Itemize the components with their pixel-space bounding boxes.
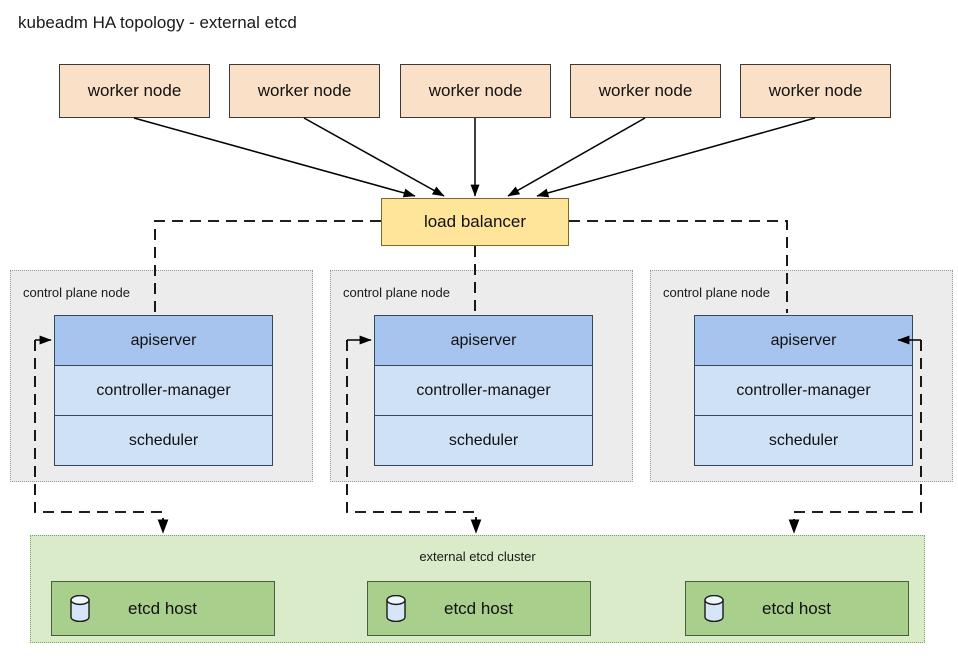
apiserver-label: apiserver — [130, 331, 197, 349]
control-plane-node-label: control plane node — [663, 285, 770, 300]
edge-worker4-to-lb — [507, 117, 646, 197]
etcd-host-3[interactable]: etcd host — [685, 581, 909, 636]
apiserver-label: apiserver — [450, 331, 517, 349]
worker-node-label: worker node — [257, 81, 352, 100]
database-cylinder-icon — [386, 595, 406, 622]
controller-manager-label: controller-manager — [736, 381, 871, 399]
scheduler-label: scheduler — [128, 431, 199, 449]
worker-node-label: worker node — [428, 81, 523, 100]
worker-node-2[interactable]: worker node — [229, 64, 380, 118]
edge-worker5-to-lb — [536, 117, 816, 198]
controller-manager-box[interactable]: controller-manager — [374, 366, 593, 416]
external-etcd-cluster[interactable]: external etcd cluster etcd host etcd hos… — [30, 535, 925, 643]
controller-manager-label: controller-manager — [96, 381, 231, 399]
worker-node-4[interactable]: worker node — [570, 64, 721, 118]
edge-worker2-to-lb — [303, 117, 445, 197]
worker-node-label: worker node — [87, 81, 182, 100]
load-balancer-label: load balancer — [423, 212, 527, 231]
etcd-host-1[interactable]: etcd host — [51, 581, 275, 636]
worker-node-5[interactable]: worker node — [740, 64, 891, 118]
worker-node-3[interactable]: worker node — [400, 64, 551, 118]
control-plane-node-1[interactable]: control plane node apiserver controller-… — [10, 270, 313, 482]
etcd-host-label: etcd host — [128, 598, 197, 618]
etcd-cluster-label: external etcd cluster — [419, 549, 536, 564]
database-cylinder-icon — [704, 595, 724, 622]
scheduler-label: scheduler — [768, 431, 839, 449]
scheduler-box[interactable]: scheduler — [54, 416, 273, 466]
control-plane-node-3[interactable]: control plane node apiserver controller-… — [650, 270, 953, 482]
load-balancer-node[interactable]: load balancer — [381, 198, 569, 246]
worker-node-1[interactable]: worker node — [59, 64, 210, 118]
etcd-host-2[interactable]: etcd host — [367, 581, 591, 636]
control-plane-component-stack: apiserver controller-manager scheduler — [54, 315, 273, 466]
apiserver-label: apiserver — [770, 331, 837, 349]
database-cylinder-icon — [70, 595, 90, 622]
controller-manager-box[interactable]: controller-manager — [54, 366, 273, 416]
etcd-host-label: etcd host — [762, 598, 831, 618]
apiserver-box[interactable]: apiserver — [694, 315, 913, 366]
controller-manager-label: controller-manager — [416, 381, 551, 399]
worker-node-label: worker node — [768, 81, 863, 100]
etcd-host-label: etcd host — [444, 598, 513, 618]
apiserver-box[interactable]: apiserver — [374, 315, 593, 366]
scheduler-label: scheduler — [448, 431, 519, 449]
worker-node-label: worker node — [598, 81, 693, 100]
control-plane-node-label: control plane node — [23, 285, 130, 300]
edge-worker1-to-lb — [133, 117, 416, 198]
scheduler-box[interactable]: scheduler — [694, 416, 913, 466]
control-plane-node-label: control plane node — [343, 285, 450, 300]
apiserver-box[interactable]: apiserver — [54, 315, 273, 366]
control-plane-node-2[interactable]: control plane node apiserver controller-… — [330, 270, 633, 482]
control-plane-component-stack: apiserver controller-manager scheduler — [694, 315, 913, 466]
scheduler-box[interactable]: scheduler — [374, 416, 593, 466]
page-title: kubeadm HA topology - external etcd — [18, 13, 297, 32]
controller-manager-box[interactable]: controller-manager — [694, 366, 913, 416]
control-plane-component-stack: apiserver controller-manager scheduler — [374, 315, 593, 466]
